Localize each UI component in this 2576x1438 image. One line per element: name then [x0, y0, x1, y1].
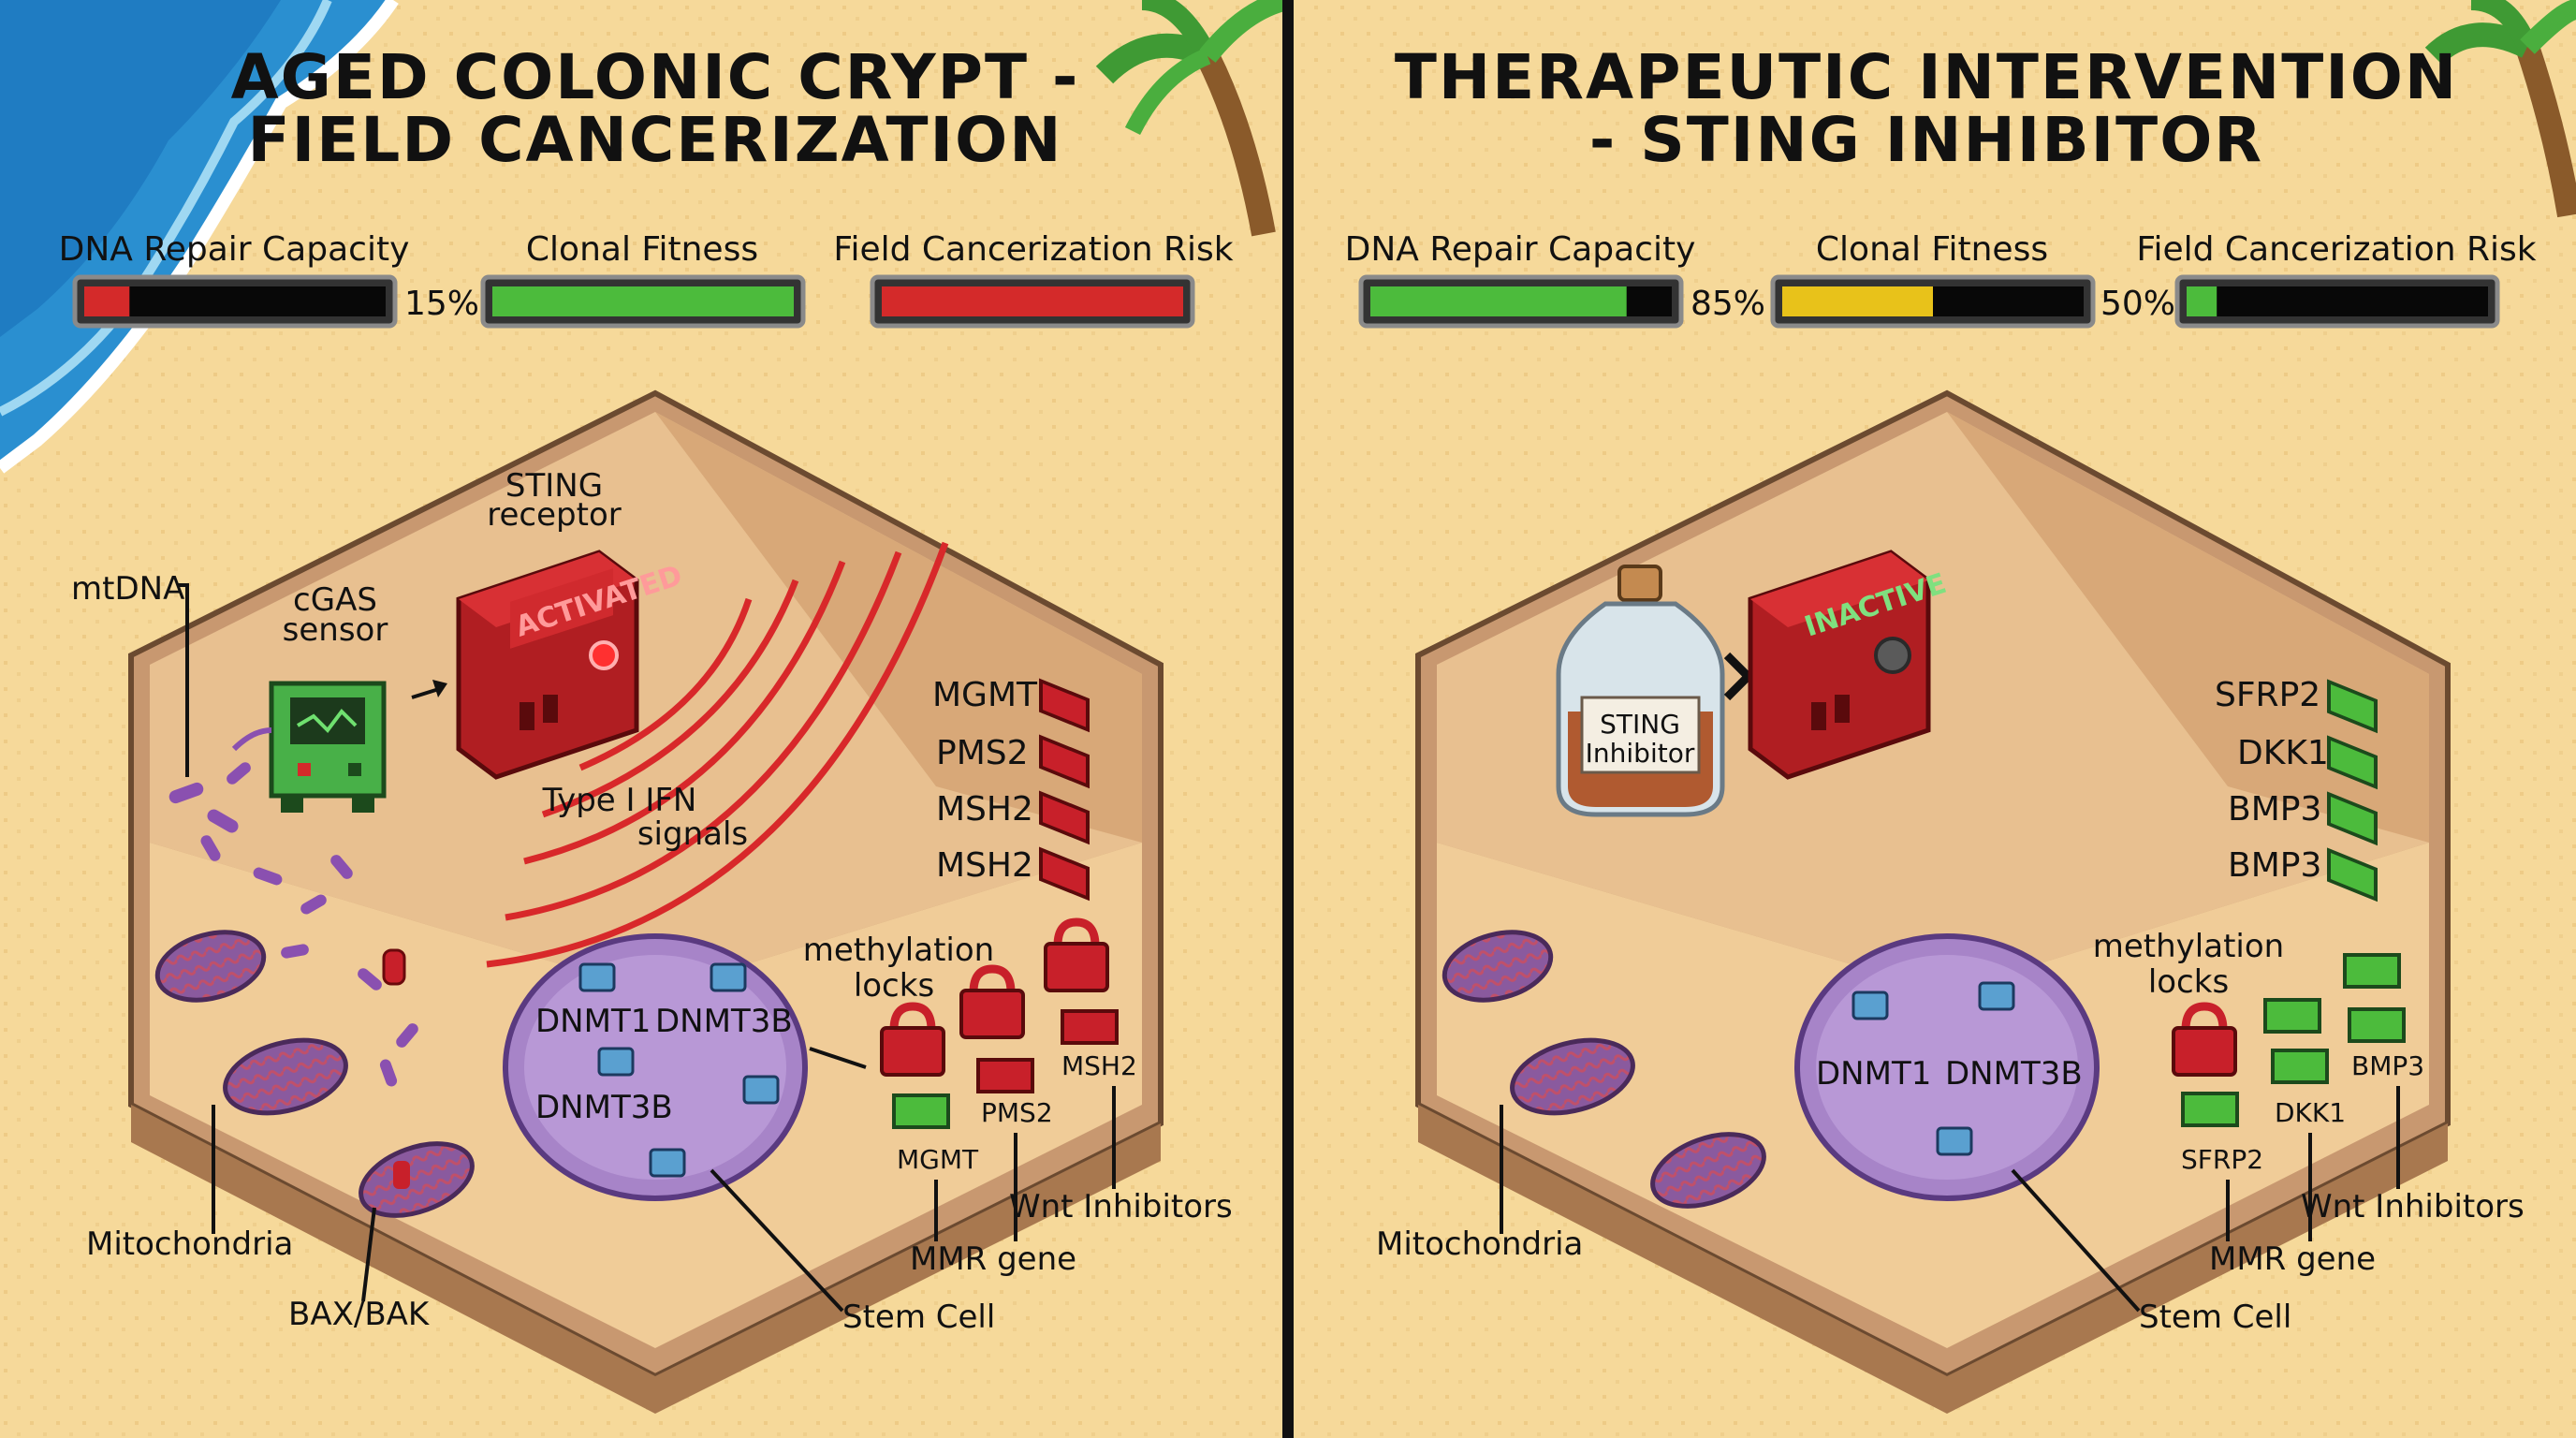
lock-icon [2172, 1002, 2237, 1077]
sting-label-line1: STING [505, 467, 603, 505]
palm-tree-right [2424, 0, 2576, 218]
left-clonal-fitness-fill [492, 286, 794, 316]
right-field-risk-label: Field Cancerization Risk [2136, 230, 2536, 269]
padlocks-right [2172, 953, 2406, 1127]
dnmt1-label-left: DNMT1 [535, 1003, 651, 1040]
wall-gene-right-4: BMP3 [2228, 846, 2321, 885]
panel-divider [1282, 0, 1294, 1438]
dnmt3b-label-left-b: DNMT3B [535, 1089, 673, 1126]
small-pms2-label: PMS2 [981, 1097, 1053, 1128]
cgas-sensor-device [269, 681, 387, 813]
bax-bak-leader [361, 1207, 376, 1302]
mtdna-leader [178, 583, 189, 777]
dnmt-robots-right [1852, 981, 2015, 1156]
wall-gene-switches-left [1039, 678, 1090, 902]
lock-icon [1044, 917, 1109, 992]
left-panel: AGED COLONIC CRYPT - FIELD CANCERIZATION… [59, 41, 1234, 1414]
mtdna-fragments [168, 762, 418, 1087]
bottle-label-line1: STING [1600, 709, 1680, 740]
sting-receptor-device-inactive [1748, 550, 1931, 780]
dnmt1-label-right: DNMT1 [1816, 1055, 1931, 1093]
cgas-label-line1: cGAS [293, 581, 377, 619]
sting-inhibitor-bottle [1556, 565, 1725, 817]
wall-gene-left-1: MGMT [932, 676, 1038, 714]
dnmt-robots-left [578, 962, 780, 1178]
mitochondria-label-right: Mitochondria [1376, 1225, 1583, 1263]
left-dna-repair-value: 15% [404, 285, 479, 323]
wall-gene-right-2: DKK1 [2237, 734, 2329, 772]
right-dna-repair-value: 85% [1690, 285, 1765, 323]
ifn-signal-waves [486, 541, 949, 968]
left-field-risk-fill [882, 286, 1183, 316]
sting-receptor-device-activated [456, 550, 639, 780]
left-title-line1: AGED COLONIC CRYPT - [231, 41, 1080, 113]
left-dna-repair-label: DNA Repair Capacity [59, 230, 410, 269]
mmr-label-left: MMR gene [910, 1240, 1076, 1278]
wall-gene-switches-right [2327, 679, 2378, 902]
right-clonal-fitness-meter [1770, 274, 2096, 329]
mitochondria-group-right [1442, 930, 1766, 1209]
small-mgmt-label: MGMT [897, 1144, 979, 1175]
stem-cell-leader-right [2011, 1168, 2141, 1313]
palm-tree-left [1095, 0, 1290, 237]
methylation-label-left-line2: locks [854, 967, 934, 1005]
left-dna-repair-meter [72, 274, 398, 329]
stem-cell-label-right: Stem Cell [2139, 1299, 2291, 1336]
right-dna-repair-meter [1358, 274, 1684, 329]
right-field-risk-fill [2187, 286, 2217, 316]
wall-gene-left-2: PMS2 [936, 734, 1029, 772]
left-clonal-fitness-label: Clonal Fitness [526, 230, 758, 269]
small-bmp3-label: BMP3 [2351, 1050, 2424, 1081]
lock-icon [959, 964, 1025, 1039]
mmr-label-right: MMR gene [2209, 1240, 2376, 1278]
left-clonal-fitness-meter [480, 274, 806, 329]
mitochondria-label-left: Mitochondria [86, 1225, 293, 1263]
right-clonal-fitness-value: 50% [2100, 285, 2175, 323]
small-dkk1-label: DKK1 [2275, 1097, 2346, 1128]
bottle-label-line2: Inhibitor [1586, 738, 1695, 769]
small-msh2-label: MSH2 [1061, 1050, 1137, 1081]
left-dna-repair-fill [84, 286, 130, 316]
wall-gene-right-3: BMP3 [2228, 790, 2321, 829]
right-clonal-fitness-fill [1782, 286, 1933, 316]
methylation-label-left-line1: methylation [803, 932, 994, 969]
left-field-risk-label: Field Cancerization Risk [833, 230, 1233, 269]
dnmt3b-label-right: DNMT3B [1945, 1055, 2083, 1093]
wnt-label-left: Wnt Inhibitors [1009, 1188, 1233, 1225]
stem-cell-leader-left [710, 1168, 844, 1313]
ifn-label-line2: signals [637, 815, 748, 853]
mtdna-arrow [231, 727, 272, 752]
wall-gene-left-3: MSH2 [936, 790, 1033, 829]
left-title-line2: FIELD CANCERIZATION [248, 104, 1063, 176]
sea-corner [0, 0, 399, 474]
cgas-label-line2: sensor [283, 611, 388, 649]
right-dna-repair-label: DNA Repair Capacity [1345, 230, 1696, 269]
methylation-label-right-line1: methylation [2093, 928, 2284, 965]
stem-cell-nucleus-left [503, 933, 808, 1201]
methylation-label-right-line2: locks [2148, 963, 2229, 1001]
wnt-label-right: Wnt Inhibitors [2301, 1188, 2525, 1225]
right-panel: THERAPEUTIC INTERVENTION - STING INHIBIT… [1345, 41, 2537, 1414]
wall-gene-right-1: SFRP2 [2215, 676, 2320, 714]
bax-bak-label: BAX/BAK [288, 1296, 431, 1333]
right-title-line2: - STING INHIBITOR [1589, 104, 2263, 176]
mitochondria-group-left [154, 930, 475, 1218]
right-dna-repair-fill [1370, 286, 1627, 316]
ifn-label-line1: Type I IFN [542, 782, 697, 819]
right-title-line1: THERAPEUTIC INTERVENTION [1395, 41, 2458, 113]
mtdna-label: mtDNA [71, 570, 184, 608]
nucleus-to-lock-arrow [809, 1047, 867, 1069]
right-clonal-fitness-label: Clonal Fitness [1816, 230, 2048, 269]
left-field-risk-meter [870, 274, 1195, 329]
sting-label-line2: receptor [487, 496, 621, 534]
right-field-risk-meter [2174, 274, 2500, 329]
arrowhead-icon [432, 680, 447, 697]
wall-gene-left-4: MSH2 [936, 846, 1033, 885]
stem-cell-label-left: Stem Cell [842, 1299, 995, 1336]
small-sfrp2-label: SFRP2 [2181, 1144, 2263, 1175]
dnmt3b-label-left-a: DNMT3B [655, 1003, 793, 1040]
lock-icon [880, 1002, 945, 1077]
padlocks-left [880, 917, 1119, 1129]
